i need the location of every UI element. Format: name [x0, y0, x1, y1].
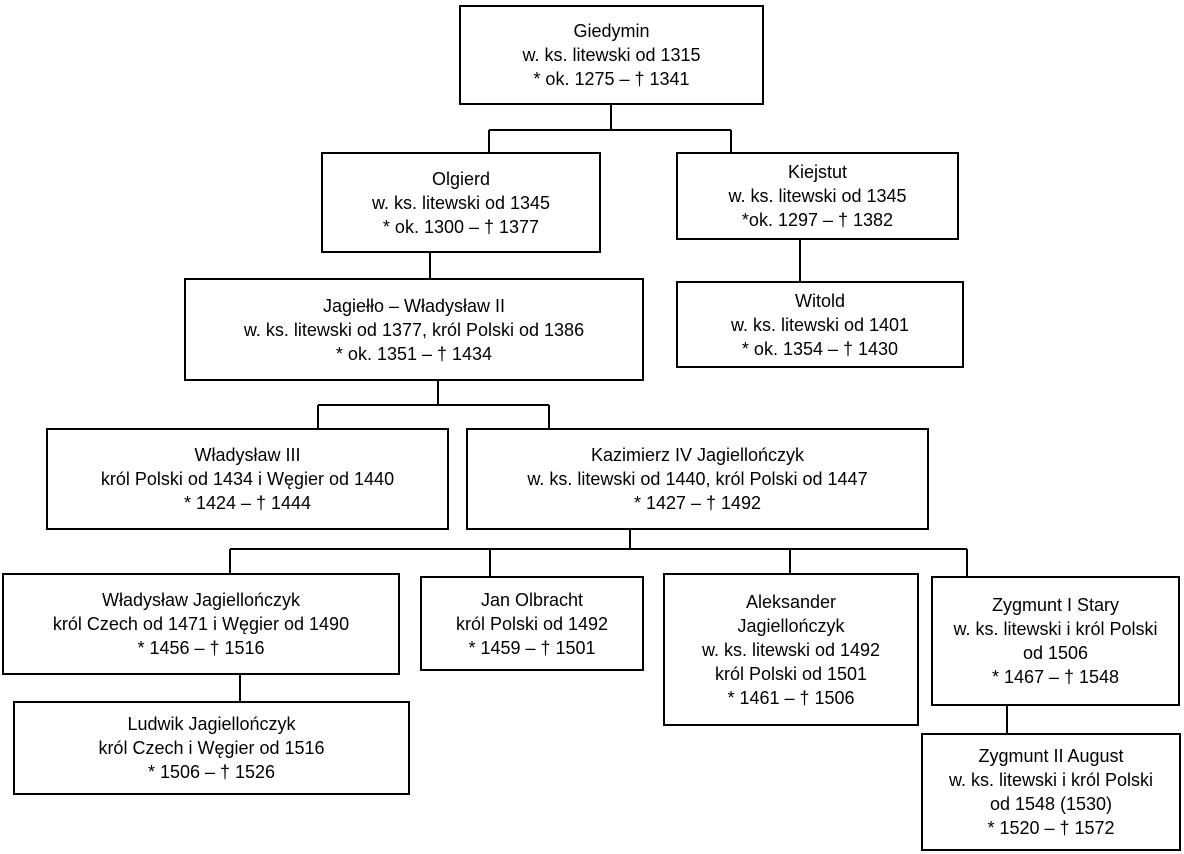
person-name: Olgierd	[431, 168, 491, 189]
person-info: * 1424 – † 1444	[183, 493, 312, 513]
person-info: w. ks. litewski od 1345	[728, 186, 907, 206]
person-name: Giedymin	[573, 21, 650, 41]
person-info: * 1461 – † 1506	[727, 687, 855, 708]
node-olgierd: Olgierd w. ks. litewski od 1345 * ok. 13…	[321, 152, 601, 253]
person-name: Witold	[794, 290, 845, 311]
person-name: Jagiełło – Władysław II	[322, 295, 506, 316]
person-name: Ludwik Jagiellończyk	[127, 714, 296, 734]
person-info: *ok. 1297 – † 1382	[741, 210, 894, 230]
person-info: * 1427 – † 1492	[633, 493, 762, 513]
person-info: król Polski od 1501	[714, 663, 868, 684]
node-zygmunt-i-stary: Zygmunt I Stary w. ks. litewski i król P…	[931, 576, 1180, 706]
node-kazimierz-iv-jagiellonczyk: Kazimierz IV Jagiellończyk w. ks. litews…	[466, 428, 929, 530]
person-name: Kiejstut	[787, 162, 848, 182]
person-info: * ok. 1354 – † 1430	[741, 338, 899, 359]
person-info: król Polski od 1434 i Węgier od 1440	[100, 469, 395, 489]
person-name: Aleksander Jagiellończyk	[737, 591, 845, 636]
node-witold: Witold w. ks. litewski od 1401 * ok. 135…	[676, 281, 964, 368]
person-info: * ok. 1275 – † 1341	[533, 69, 690, 89]
person-info: * 1467 – † 1548	[991, 667, 1120, 687]
person-info: król Czech i Węgier od 1516	[98, 738, 325, 758]
person-info: w. ks. litewski od 1492	[701, 639, 881, 660]
person-name: Jan Olbracht	[480, 589, 584, 610]
connector-giedymin-children	[488, 105, 732, 152]
person-info: król Czech od 1471 i Węgier od 1490	[52, 614, 350, 634]
node-aleksander-jagiellonczyk: Aleksander Jagiellończyk w. ks. litewski…	[663, 573, 919, 726]
person-info: * ok. 1300 – † 1377	[382, 216, 540, 237]
person-info: w. ks. litewski od 1440, król Polski od …	[527, 469, 868, 489]
person-info: w. ks. litewski od 1401	[730, 314, 910, 335]
node-kiejstut: Kiejstut w. ks. litewski od 1345 *ok. 12…	[676, 152, 959, 240]
person-info: * 1520 – † 1572	[987, 818, 1115, 838]
node-ludwik-jagiellonczyk: Ludwik Jagiellończyk król Czech i Węgier…	[13, 701, 410, 795]
node-giedymin: Giedymin w. ks. litewski od 1315 * ok. 1…	[459, 5, 764, 105]
person-info: w. ks. litewski od 1345	[371, 192, 551, 213]
person-info: * ok. 1351 – † 1434	[335, 343, 493, 364]
connector-jagiello-children	[317, 381, 550, 428]
person-info: w. ks. litewski od 1315	[522, 45, 701, 65]
node-zygmunt-ii-august: Zygmunt II August w. ks. litewski i król…	[921, 733, 1181, 851]
person-name: Zygmunt I Stary	[991, 595, 1120, 615]
connector-kazimierz-children	[229, 530, 968, 576]
node-jagiello-wladyslaw-ii: Jagiełło – Władysław II w. ks. litewski …	[184, 278, 644, 381]
node-wladyslaw-iii: Władysław III król Polski od 1434 i Węgi…	[46, 428, 449, 530]
person-name: Władysław Jagiellończyk	[101, 590, 301, 610]
node-jan-olbracht: Jan Olbracht król Polski od 1492 * 1459 …	[420, 576, 644, 671]
person-info: w. ks. litewski i król Polski od 1548 (1…	[948, 770, 1154, 814]
node-wladyslaw-jagiellonczyk: Władysław Jagiellończyk król Czech od 14…	[2, 573, 400, 675]
person-name: Kazimierz IV Jagiellończyk	[590, 445, 805, 465]
person-info: * 1506 – † 1526	[147, 762, 276, 782]
person-name: Zygmunt II August	[978, 746, 1124, 766]
person-info: * 1456 – † 1516	[137, 638, 265, 658]
person-info: w. ks. litewski od 1377, król Polski od …	[243, 319, 585, 340]
person-info: w. ks. litewski i król Polski od 1506	[953, 619, 1158, 663]
person-info: król Polski od 1492	[455, 613, 609, 634]
person-info: * 1459 – † 1501	[468, 637, 596, 658]
person-name: Władysław III	[194, 445, 301, 465]
